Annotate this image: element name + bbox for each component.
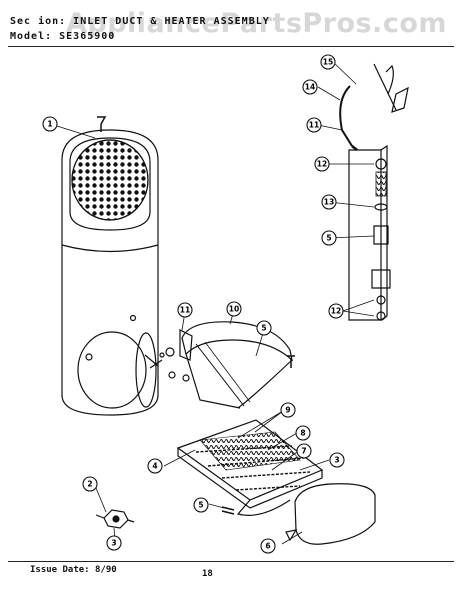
callout-7: 7 (296, 443, 312, 459)
callout-12: 12 (328, 303, 344, 319)
callout-9: 9 (280, 402, 296, 418)
svg-text:2: 2 (87, 480, 92, 489)
callout-12: 12 (314, 156, 330, 172)
element-cover (285, 483, 376, 545)
callout-2: 2 (82, 476, 98, 492)
svg-text:8: 8 (300, 429, 305, 438)
heater-housing (144, 321, 293, 409)
svg-text:7: 7 (301, 447, 306, 456)
callout-11: 11 (306, 117, 322, 133)
callout-10: 10 (226, 301, 242, 317)
footer-rule (8, 561, 454, 562)
svg-text:9: 9 (285, 406, 290, 415)
callout-11: 11 (177, 302, 193, 318)
svg-text:12: 12 (331, 307, 341, 316)
issue-date: Issue Date: 8/90 (30, 565, 117, 575)
svg-text:14: 14 (305, 83, 315, 92)
svg-text:15: 15 (323, 58, 333, 67)
callout-1: 1 (42, 116, 58, 132)
svg-text:11: 11 (309, 121, 319, 130)
svg-text:4: 4 (152, 462, 157, 471)
svg-text:5: 5 (261, 324, 266, 333)
callout-3: 3 (106, 535, 122, 551)
callout-5: 5 (256, 320, 272, 336)
watermark: AppliancePartsPros.com (66, 8, 448, 39)
callout-14: 14 (302, 79, 318, 95)
page-number: 18 (202, 569, 213, 579)
callout-3: 3 (329, 452, 345, 468)
callout-13: 13 (321, 194, 337, 210)
callout-5: 5 (321, 230, 337, 246)
svg-text:5: 5 (326, 234, 331, 243)
inlet-duct (61, 116, 159, 416)
svg-text:3: 3 (334, 456, 339, 465)
header-rule (8, 46, 454, 47)
callout-5: 5 (193, 497, 209, 513)
svg-text:1: 1 (47, 120, 52, 129)
model-label: Model: SE365900 (10, 31, 116, 42)
callout-4: 4 (147, 458, 163, 474)
heating-element (176, 419, 324, 516)
terminal-bracket (348, 144, 391, 321)
svg-text:5: 5 (198, 501, 203, 510)
svg-text:11: 11 (180, 306, 190, 315)
svg-text:12: 12 (317, 160, 327, 169)
svg-text:13: 13 (324, 198, 334, 207)
wire-lead (339, 63, 409, 151)
callout-8: 8 (295, 425, 311, 441)
callout-15: 15 (320, 54, 336, 70)
svg-text:10: 10 (229, 305, 239, 314)
thermostat (95, 509, 135, 529)
svg-text:6: 6 (265, 542, 270, 551)
svg-text:3: 3 (111, 539, 116, 548)
callout-6: 6 (260, 538, 276, 554)
section-title: Sec ion: INLET DUCT & HEATER ASSEMBLY (10, 16, 270, 27)
